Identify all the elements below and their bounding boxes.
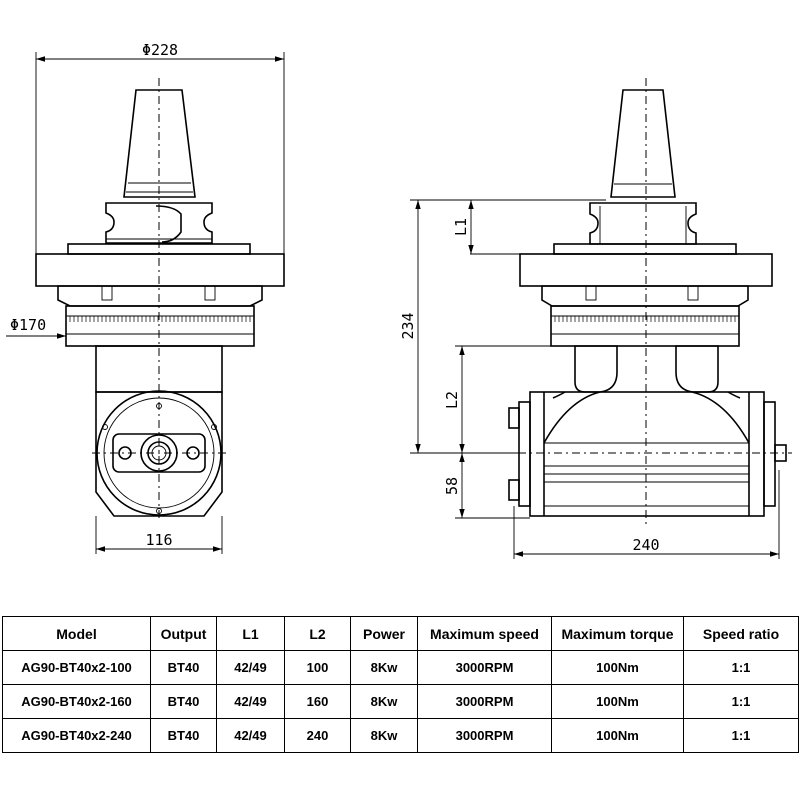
cell-power: 8Kw [350, 650, 418, 685]
cell-speed-ratio: 1:1 [683, 650, 799, 685]
cell-max-torque: 100Nm [551, 718, 684, 753]
header-speed-ratio: Speed ratio [683, 616, 799, 651]
cell-max-speed: 3000RPM [417, 650, 552, 685]
cell-model: AG90-BT40x2-160 [2, 684, 151, 719]
side-left-stub-bottom [508, 479, 520, 501]
side-view: 234 L1 L2 58 240 [399, 78, 792, 559]
dim-width-front: 116 [145, 531, 172, 549]
side-tool-flange [589, 202, 697, 245]
dim-width-side: 240 [632, 536, 659, 554]
cell-power: 8Kw [350, 718, 418, 753]
cell-l1: 42/49 [216, 718, 285, 753]
dim-l2: L2 [443, 391, 461, 409]
table-row: AG90-BT40x2-240 BT40 42/49 240 8Kw 3000R… [2, 718, 799, 753]
table-row: AG90-BT40x2-100 BT40 42/49 100 8Kw 3000R… [2, 650, 799, 685]
cell-max-speed: 3000RPM [417, 684, 552, 719]
header-l1: L1 [216, 616, 285, 651]
cell-output: BT40 [150, 718, 217, 753]
cell-model: AG90-BT40x2-100 [2, 650, 151, 685]
front-ring [65, 305, 255, 347]
cell-speed-ratio: 1:1 [683, 684, 799, 719]
cell-l2: 160 [284, 684, 351, 719]
cell-output: BT40 [150, 684, 217, 719]
side-neck [574, 345, 618, 393]
cell-power: 8Kw [350, 684, 418, 719]
side-taper-cone [610, 89, 676, 198]
side-top-plate [553, 243, 737, 255]
front-housing [95, 391, 223, 517]
cell-l2: 240 [284, 718, 351, 753]
cell-speed-ratio: 1:1 [683, 718, 799, 753]
dim-height-bottom: 58 [443, 477, 461, 495]
table-header-row: Model Output L1 L2 Power Maximum speed M… [2, 616, 799, 651]
cell-l1: 42/49 [216, 684, 285, 719]
front-main-flange [35, 253, 285, 287]
cell-max-speed: 3000RPM [417, 718, 552, 753]
side-housing [529, 391, 765, 517]
cell-max-torque: 100Nm [551, 650, 684, 685]
side-ring [550, 305, 740, 347]
header-max-torque: Maximum torque [551, 616, 684, 651]
cell-output: BT40 [150, 650, 217, 685]
cell-l2: 100 [284, 650, 351, 685]
spec-table: Model Output L1 L2 Power Maximum speed M… [2, 616, 799, 753]
cell-model: AG90-BT40x2-240 [2, 718, 151, 753]
header-power: Power [350, 616, 418, 651]
header-model: Model [2, 616, 151, 651]
header-output: Output [150, 616, 217, 651]
dim-l1: L1 [452, 218, 470, 236]
header-l2: L2 [284, 616, 351, 651]
header-max-speed: Maximum speed [417, 616, 552, 651]
cell-max-torque: 100Nm [551, 684, 684, 719]
dim-height-total: 234 [399, 312, 417, 339]
dim-diameter-top: Φ228 [142, 41, 178, 59]
side-left-stub-top [508, 407, 520, 429]
dim-diameter-mid: Φ170 [10, 316, 46, 334]
front-taper-cone [123, 89, 196, 198]
table-row: AG90-BT40x2-160 BT40 42/49 160 8Kw 3000R… [2, 684, 799, 719]
front-view: Φ228 Φ170 116 [6, 41, 285, 554]
cell-l1: 42/49 [216, 650, 285, 685]
technical-drawing: Φ228 Φ170 116 [6, 41, 792, 559]
front-tool-flange [105, 202, 213, 244]
